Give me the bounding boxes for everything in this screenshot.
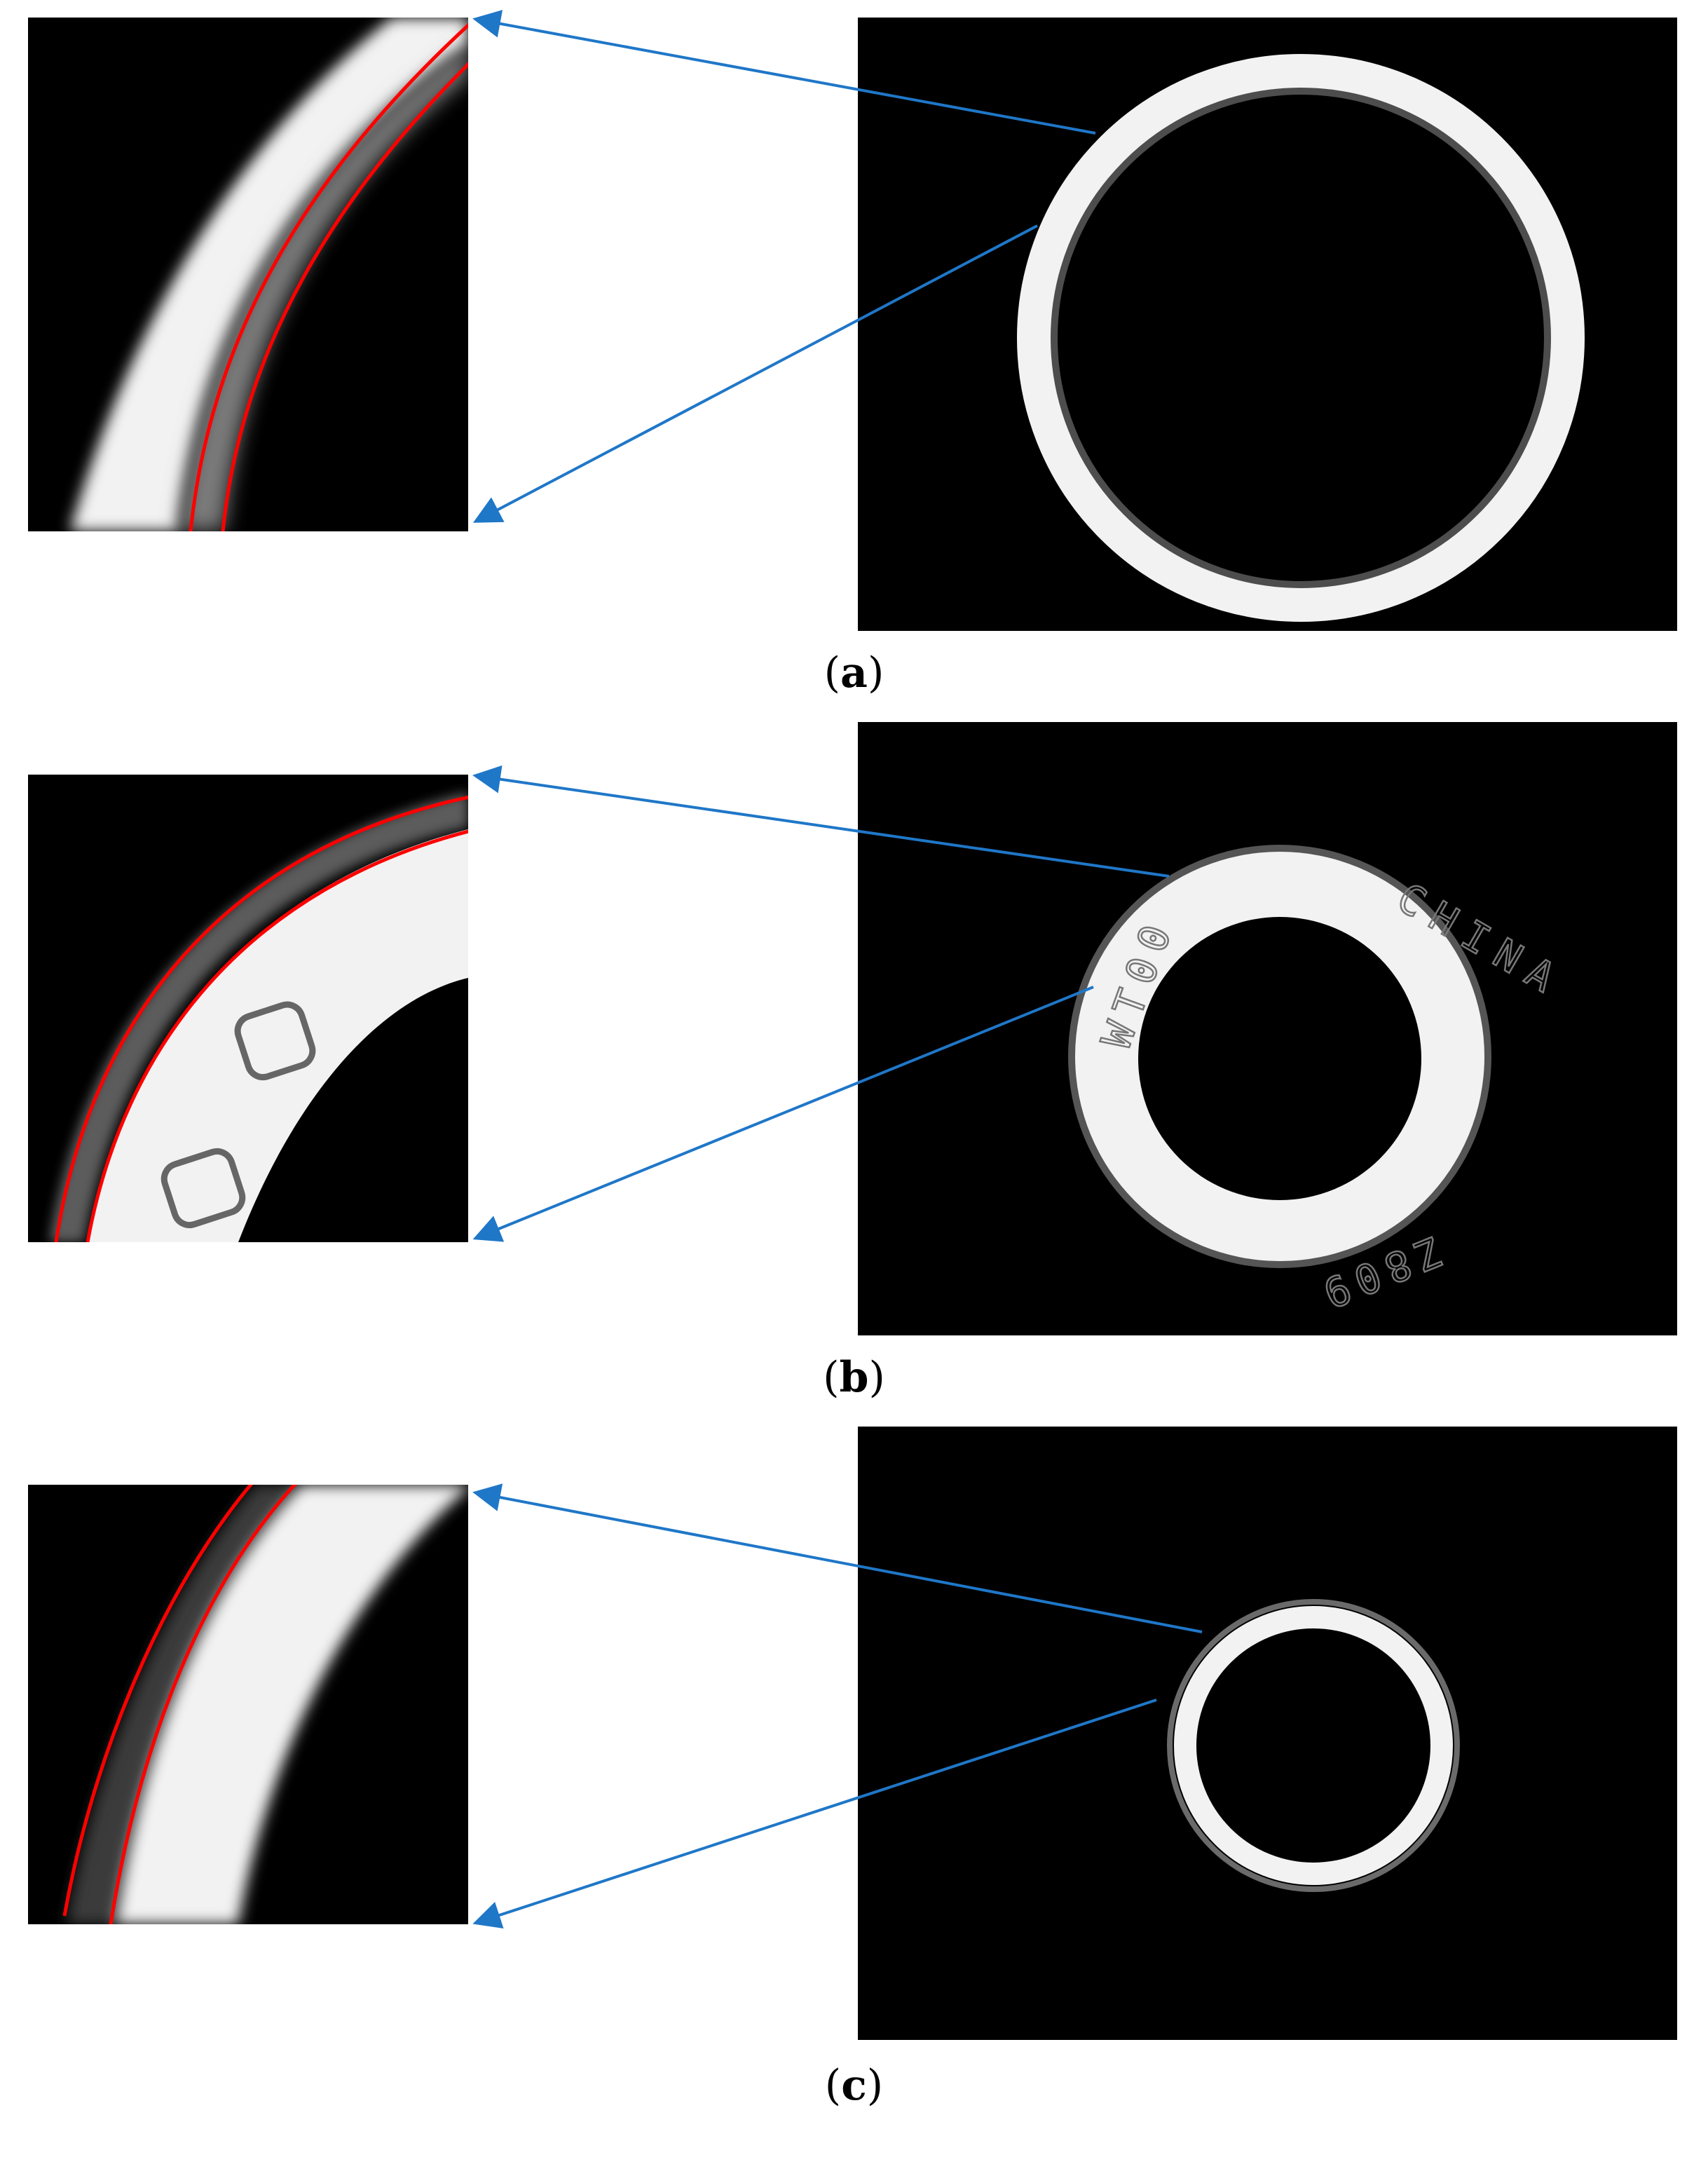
arrow-b-bottom bbox=[472, 986, 1094, 1242]
edge-contour-outer-c bbox=[62, 1485, 254, 1917]
caption-c: (c) bbox=[824, 2061, 884, 2110]
arrow-a-bottom bbox=[472, 224, 1038, 523]
edge-contour-inner-b bbox=[86, 829, 468, 1242]
edge-contour-inner-c bbox=[109, 1485, 297, 1924]
caption-a: (a) bbox=[824, 648, 884, 698]
zoom-inset-c bbox=[28, 1485, 468, 1924]
zoom-inset-a-graphic bbox=[70, 18, 468, 531]
bearing-ring-c bbox=[1174, 1606, 1453, 1885]
zoom-inset-a bbox=[28, 18, 468, 531]
full-image-b: CHINA WT00 Z809 bbox=[858, 722, 1677, 1335]
edge-contour-outer-a bbox=[189, 22, 468, 531]
arrow-c-bottom bbox=[472, 1699, 1157, 1929]
edge-contour-inner-a bbox=[221, 62, 468, 531]
edge-contour-outer-b bbox=[54, 796, 468, 1242]
full-image-b-graphic: CHINA WT00 Z809 bbox=[1068, 845, 1574, 1321]
arrow-b-top bbox=[472, 765, 1170, 878]
zoom-inset-b-graphic bbox=[49, 792, 468, 1242]
arrow-a-top bbox=[472, 10, 1096, 135]
full-image-c-graphic bbox=[1167, 1599, 1460, 1892]
arrow-c-top bbox=[472, 1483, 1203, 1633]
full-image-a bbox=[858, 18, 1677, 631]
full-image-c bbox=[858, 1427, 1677, 2040]
bearing-ring-a bbox=[1017, 54, 1585, 622]
zoom-inset-c-graphic bbox=[62, 1485, 468, 1924]
caption-b: (b) bbox=[823, 1353, 885, 1402]
zoom-inset-b bbox=[28, 775, 468, 1242]
full-image-a-graphic bbox=[1017, 54, 1585, 622]
